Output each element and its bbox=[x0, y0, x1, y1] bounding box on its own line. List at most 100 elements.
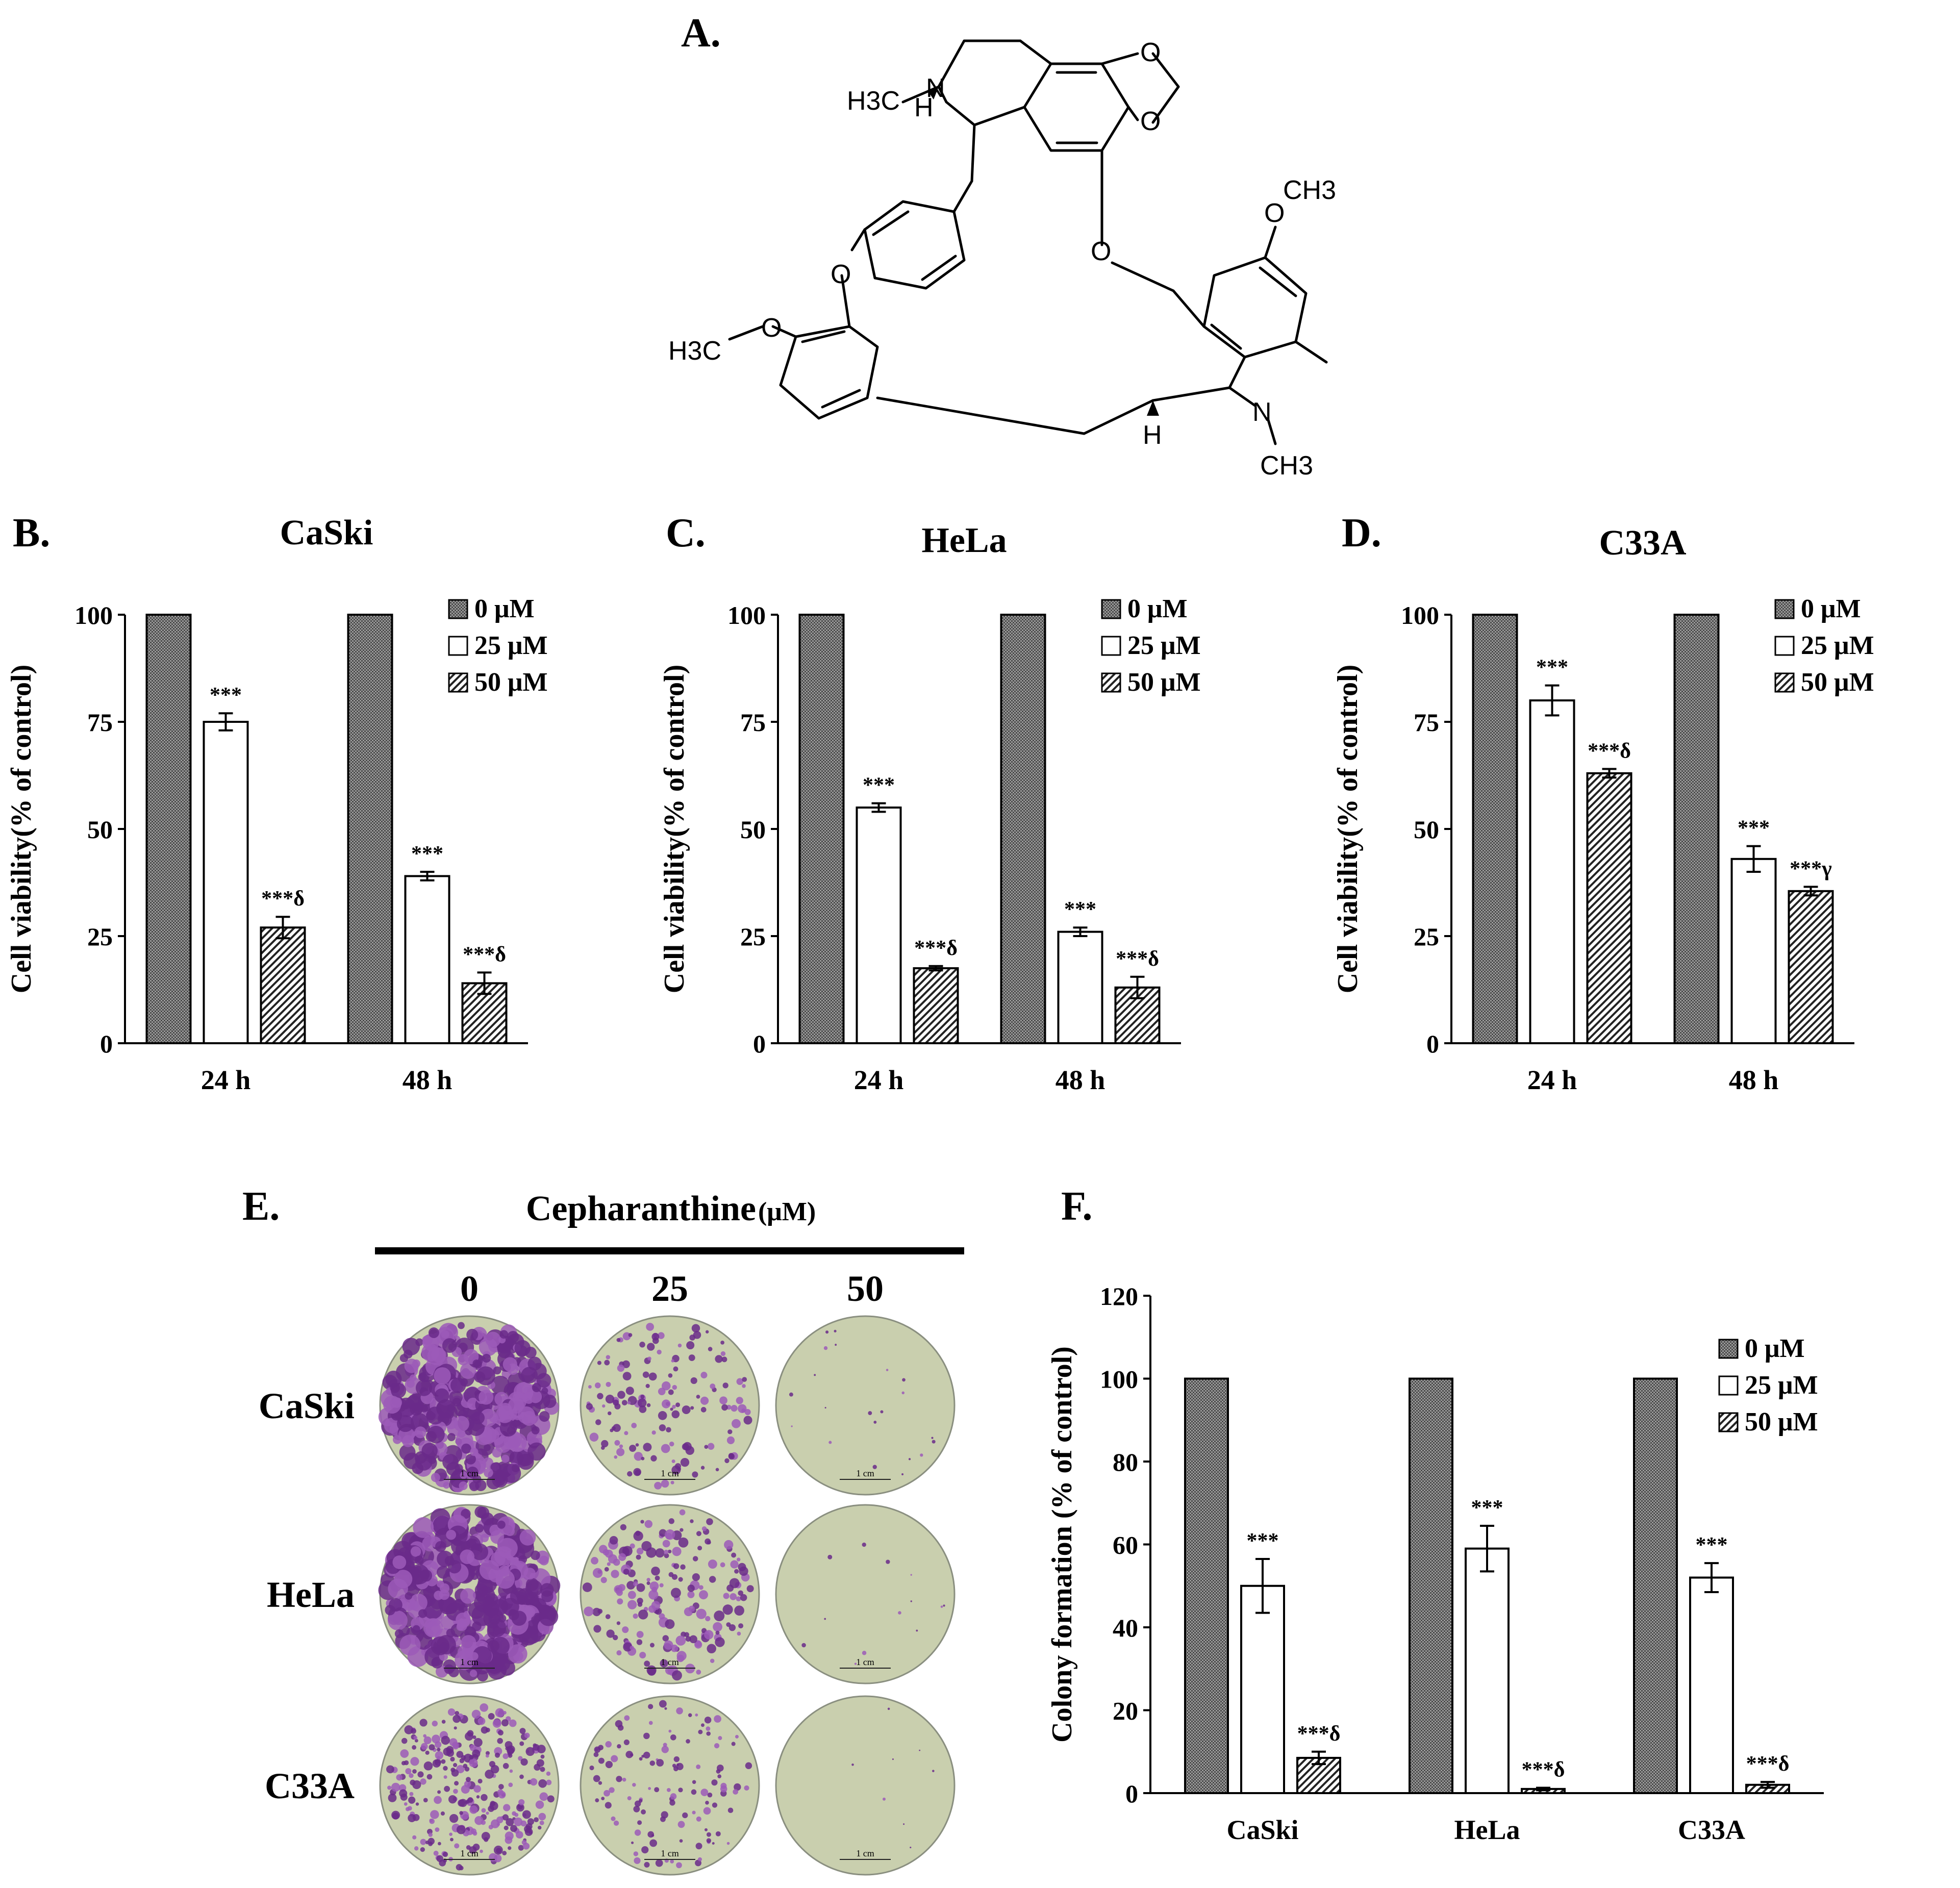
atom-label-n: N bbox=[926, 73, 945, 103]
colony bbox=[908, 1458, 911, 1461]
y-axis-label: Cell viability(% of control) bbox=[1332, 665, 1364, 993]
bar-dots bbox=[347, 614, 393, 1044]
colony bbox=[494, 1752, 500, 1758]
colony bbox=[394, 1629, 404, 1639]
colony bbox=[737, 1631, 741, 1636]
colony bbox=[673, 1756, 680, 1763]
colony bbox=[679, 1839, 683, 1843]
y-tick-label: 80 bbox=[1113, 1448, 1138, 1476]
colony bbox=[600, 1446, 605, 1450]
legend-label: 0 μM bbox=[1801, 594, 1861, 623]
colony bbox=[661, 1381, 671, 1391]
colony bbox=[709, 1576, 716, 1583]
colony bbox=[470, 1652, 479, 1660]
atom-label-ch3: CH3 bbox=[1260, 451, 1313, 481]
colony bbox=[524, 1828, 533, 1836]
colony bbox=[634, 1452, 643, 1461]
colony bbox=[420, 1847, 425, 1852]
colony bbox=[502, 1357, 517, 1372]
colony bbox=[540, 1754, 545, 1759]
culture-plate bbox=[775, 1695, 956, 1876]
x-tick-label: CaSki bbox=[1226, 1815, 1298, 1845]
colony bbox=[605, 1760, 613, 1769]
colony bbox=[733, 1789, 739, 1795]
colony bbox=[651, 1332, 660, 1341]
colony bbox=[471, 1411, 485, 1425]
panel-letter-d: D. bbox=[1342, 511, 1381, 556]
x-tick-label: 48 h bbox=[403, 1065, 453, 1095]
bar-hatch bbox=[1788, 890, 1834, 1044]
colony bbox=[887, 1707, 890, 1710]
colony bbox=[607, 1411, 612, 1416]
colony bbox=[671, 1410, 680, 1419]
colony bbox=[638, 1799, 643, 1803]
colony bbox=[854, 1663, 857, 1665]
colony bbox=[720, 1341, 724, 1345]
colony bbox=[700, 1372, 708, 1379]
colony bbox=[630, 1646, 634, 1650]
colony bbox=[470, 1447, 479, 1456]
colony bbox=[518, 1756, 523, 1761]
colony bbox=[423, 1736, 432, 1745]
colony bbox=[618, 1553, 626, 1561]
colony bbox=[386, 1765, 394, 1774]
colony bbox=[423, 1618, 443, 1638]
colony bbox=[732, 1419, 741, 1428]
colony bbox=[670, 1793, 677, 1800]
bar-chart-c33a: Cell viability(% of control)0255075100**… bbox=[1332, 594, 1874, 1095]
colony bbox=[533, 1744, 540, 1751]
colony bbox=[506, 1818, 514, 1826]
y-tick-label: 100 bbox=[1401, 601, 1439, 630]
colony bbox=[450, 1377, 466, 1393]
colony bbox=[487, 1618, 507, 1638]
colony bbox=[696, 1531, 701, 1537]
colony bbox=[623, 1739, 630, 1746]
colony bbox=[736, 1596, 741, 1602]
colony bbox=[703, 1807, 711, 1815]
colony bbox=[508, 1432, 527, 1452]
colony bbox=[649, 1839, 658, 1847]
colony bbox=[531, 1426, 540, 1434]
colony bbox=[597, 1361, 601, 1365]
colony bbox=[714, 1610, 725, 1622]
significance-label: *** bbox=[1471, 1496, 1503, 1520]
colony bbox=[886, 1369, 889, 1371]
colony bbox=[538, 1813, 546, 1821]
colony bbox=[872, 1465, 877, 1469]
colony bbox=[721, 1356, 727, 1363]
colony bbox=[447, 1433, 456, 1442]
colony bbox=[426, 1774, 433, 1780]
wedge-bond bbox=[1147, 400, 1159, 416]
significance-label: ***δ bbox=[1746, 1752, 1790, 1776]
y-tick-label: 50 bbox=[1414, 815, 1439, 844]
colony bbox=[459, 1799, 467, 1807]
colony bbox=[476, 1366, 495, 1386]
colony bbox=[677, 1821, 685, 1828]
colony bbox=[493, 1366, 501, 1375]
colony bbox=[620, 1524, 626, 1530]
colony bbox=[414, 1555, 424, 1565]
colony bbox=[436, 1855, 443, 1862]
colony bbox=[827, 1554, 833, 1559]
colony bbox=[647, 1343, 655, 1351]
colony bbox=[413, 1735, 418, 1740]
bar-dots bbox=[1000, 614, 1046, 1044]
colony bbox=[828, 1441, 832, 1444]
colony bbox=[425, 1750, 430, 1755]
colony bbox=[440, 1811, 445, 1816]
colony bbox=[932, 1440, 936, 1444]
colony bbox=[625, 1387, 634, 1395]
colony bbox=[617, 1598, 623, 1605]
colony bbox=[678, 1788, 683, 1793]
colony bbox=[649, 1643, 655, 1648]
colony bbox=[514, 1340, 531, 1356]
scale-bar-label: 1 cm bbox=[460, 1657, 479, 1667]
bar-chart-hela: Cell viability(% of control)0255075100**… bbox=[659, 594, 1201, 1095]
colony bbox=[932, 1770, 935, 1772]
colony bbox=[502, 1763, 509, 1769]
colony bbox=[508, 1644, 527, 1664]
bar-white bbox=[1240, 1584, 1285, 1794]
colony bbox=[391, 1382, 407, 1398]
colony bbox=[449, 1832, 453, 1836]
colony bbox=[730, 1593, 737, 1600]
